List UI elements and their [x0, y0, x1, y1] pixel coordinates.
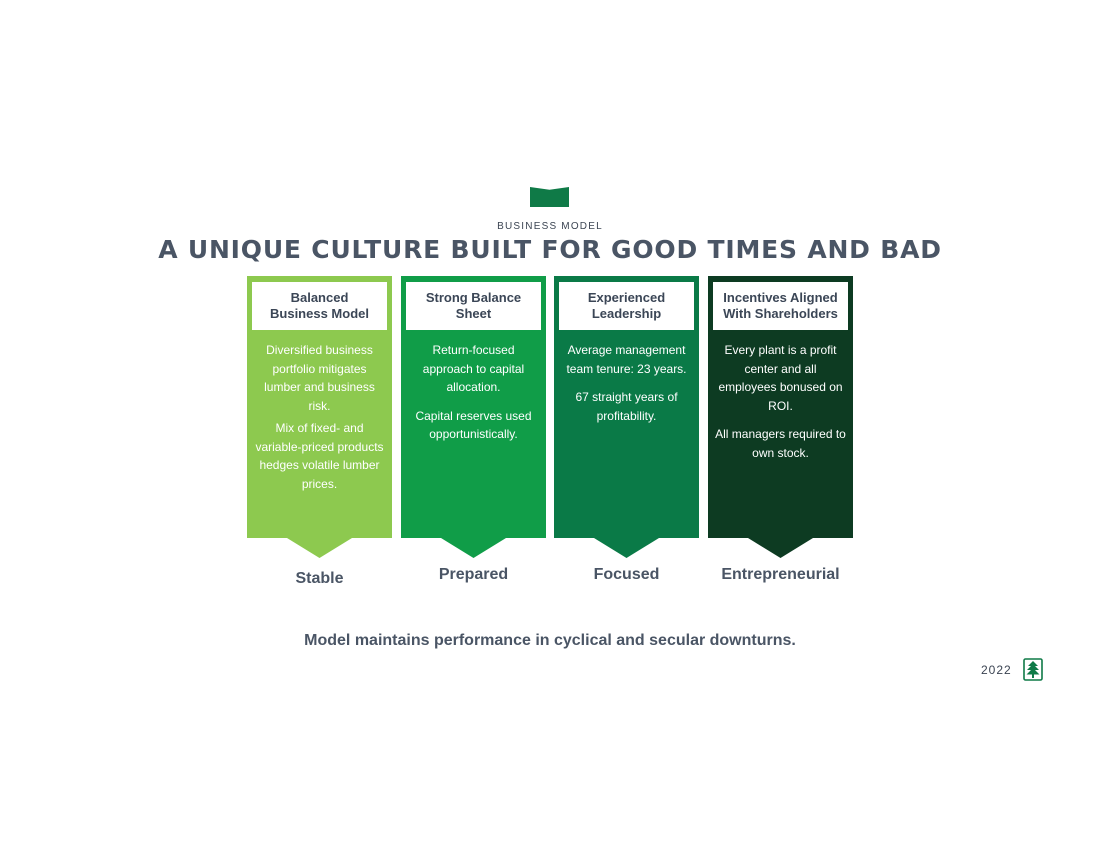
tree-logo-icon	[1023, 658, 1043, 681]
pillar-description: Every plant is a profit center and all e…	[714, 341, 847, 472]
pillar-paragraph: Mix of fixed- and variable-priced produc…	[255, 421, 384, 491]
pillar-paragraph: Capital reserves used opportunistically.	[415, 408, 532, 442]
pillar-description: Diversified business portfolio mitigates…	[253, 341, 386, 503]
pillar-arrow	[594, 538, 659, 558]
pillar-paragraph: All managers required to own stock.	[715, 427, 846, 460]
pillar-description: Average management team tenure: 23 years…	[560, 341, 693, 435]
pillar-arrow	[748, 538, 813, 558]
pillar-label: Prepared	[438, 566, 509, 583]
flag-banner-icon	[530, 187, 569, 207]
footer-year: 2022	[981, 663, 1012, 677]
footer-tagline: Model maintains performance in cyclical …	[304, 632, 796, 649]
pillar-description: Return-focused approach to capital alloc…	[407, 341, 540, 454]
pillar-label: Focused	[593, 566, 660, 583]
pillar-paragraph: Return-focused approach to capital alloc…	[422, 343, 525, 394]
pillar-arrow	[287, 538, 352, 558]
page-title: A UNIQUE CULTURE BUILT FOR GOOD TIMES AN…	[158, 235, 942, 264]
pillar-label: Entrepreneurial	[721, 566, 840, 583]
pillar-label: Stable	[295, 570, 344, 587]
pillar-paragraph: Average management team tenure: 23 years…	[566, 343, 687, 376]
pillar-paragraph: Every plant is a profit center and all e…	[718, 343, 843, 413]
pillar-paragraph: 67 straight years of profitability.	[575, 390, 678, 423]
pillar-paragraph: Diversified business portfolio mitigates…	[264, 343, 375, 413]
section-eyebrow: BUSINESS MODEL	[497, 221, 603, 232]
pillar-arrow	[441, 538, 506, 558]
